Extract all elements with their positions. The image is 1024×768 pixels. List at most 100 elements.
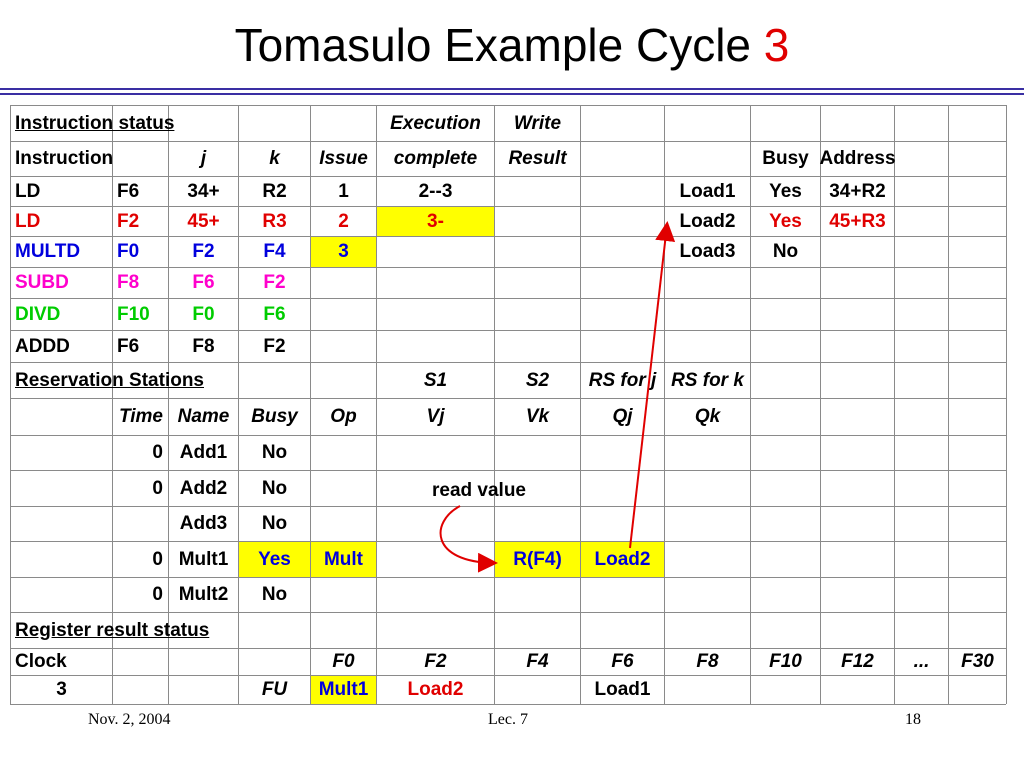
table-cell: Execution — [390, 112, 481, 134]
table-cell: F6 — [117, 180, 140, 202]
grid-col-line — [310, 105, 311, 704]
table-cell: Load2 — [679, 210, 736, 232]
table-cell: Issue — [319, 148, 368, 169]
grid-col-line — [10, 105, 11, 704]
table-cell: Yes — [239, 542, 310, 577]
table-cell: Busy — [251, 406, 298, 427]
grid-row-line — [10, 330, 1006, 331]
table-cell: Add1 — [179, 442, 228, 463]
table-cell: F10 — [769, 651, 802, 672]
table-cell: Add2 — [179, 477, 228, 499]
table-cell: j — [200, 148, 207, 169]
table-cell: Mult2 — [178, 584, 229, 605]
table-cell: R2 — [262, 180, 287, 202]
table-cell: F2 — [424, 651, 447, 672]
table-cell: 45+ — [187, 210, 220, 232]
table-cell: Name — [177, 406, 230, 427]
table-cell: F2 — [263, 335, 286, 357]
table-cell: R3 — [262, 210, 287, 232]
grid-col-line — [820, 105, 821, 704]
grid-row-line — [10, 470, 1006, 471]
table-cell: F12 — [841, 651, 874, 672]
table-cell: 1 — [338, 180, 349, 202]
table-cell: Load2 — [407, 679, 464, 700]
grid-row-line — [10, 506, 1006, 507]
table-cell: Mult1 — [311, 676, 376, 704]
table-cell: F4 — [526, 651, 549, 672]
grid-row-line — [10, 298, 1006, 299]
grid-col-line — [894, 105, 895, 704]
grid-row-line — [10, 267, 1006, 268]
table-cell: ... — [913, 651, 930, 672]
table-cell: F4 — [263, 241, 286, 262]
footer-page-number: 18 — [905, 711, 921, 728]
table-cell: S2 — [525, 369, 550, 391]
grid-col-line — [750, 105, 751, 704]
table-cell: RS for j — [588, 369, 657, 391]
table-cell: DIVD — [15, 303, 61, 325]
table-cell: Yes — [769, 180, 802, 202]
grid-row-line — [10, 398, 1006, 399]
grid-col-line — [168, 105, 169, 704]
table-cell: 2 — [338, 210, 349, 232]
grid-row-line — [10, 176, 1006, 177]
table-cell: Qk — [694, 406, 721, 427]
grid-col-line — [580, 105, 581, 704]
title-text: Tomasulo Example Cycle — [234, 19, 752, 71]
table-cell: RS for k — [671, 369, 744, 391]
table-cell: 3 — [311, 237, 376, 267]
table-cell: k — [269, 148, 280, 169]
table-cell: F2 — [117, 210, 140, 232]
table-cell: Load1 — [594, 679, 651, 700]
table-cell: F2 — [192, 241, 215, 262]
table-cell: Qj — [612, 406, 633, 427]
table-cell: Load3 — [679, 241, 736, 262]
grid-row-line — [10, 541, 1006, 542]
grid-col-line — [494, 105, 495, 704]
footer-lecture: Lec. 7 — [488, 711, 528, 728]
grid-row-line — [10, 612, 1006, 613]
table-cell: F10 — [117, 303, 150, 325]
grid-row-line — [10, 141, 1006, 142]
table-cell: Op — [330, 406, 357, 427]
table-cell: LD — [15, 180, 41, 202]
table-cell: 2--3 — [418, 180, 453, 202]
grid-row-line — [10, 105, 1006, 106]
table-cell: Load2 — [581, 542, 664, 577]
table-cell: F6 — [611, 651, 634, 672]
table-cell: R(F4) — [495, 542, 580, 577]
table-cell: No — [261, 513, 288, 534]
table-cell: F6 — [263, 303, 286, 325]
grid-col-line — [238, 105, 239, 704]
table-cell: No — [772, 241, 799, 262]
load2-to-qj-arrow — [629, 221, 676, 549]
grid-col-line — [376, 105, 377, 704]
read-value-label: read value — [432, 480, 526, 501]
grid-col-line — [948, 105, 949, 704]
table-cell: Yes — [769, 210, 802, 232]
table-cell: F30 — [961, 651, 994, 672]
grid-col-line — [1006, 105, 1007, 704]
table-cell: Address — [819, 148, 896, 169]
table-cell: S1 — [423, 369, 448, 391]
table-cell: 3- — [377, 207, 494, 236]
table-cell: 0 — [152, 548, 163, 570]
table-cell: No — [261, 477, 288, 499]
table-cell: F0 — [332, 651, 355, 672]
table-cell: Write — [513, 112, 562, 134]
table-cell: 0 — [152, 442, 163, 463]
grid-col-line — [664, 105, 665, 704]
table-cell: 34+R2 — [829, 180, 886, 202]
table-cell: F2 — [263, 272, 286, 293]
grid-col-line — [112, 105, 113, 704]
table-cell: Vj — [426, 406, 445, 427]
title-rule-bottom — [0, 93, 1024, 95]
grid-row-line — [10, 435, 1006, 436]
table-cell: No — [261, 584, 288, 605]
grid-row-line — [10, 648, 1006, 649]
table-cell: Result — [508, 148, 567, 169]
table-cell: F8 — [192, 335, 215, 357]
grid-row-line — [10, 362, 1006, 363]
grid-row-line — [10, 675, 1006, 676]
table-cell: ADDD — [15, 335, 70, 357]
